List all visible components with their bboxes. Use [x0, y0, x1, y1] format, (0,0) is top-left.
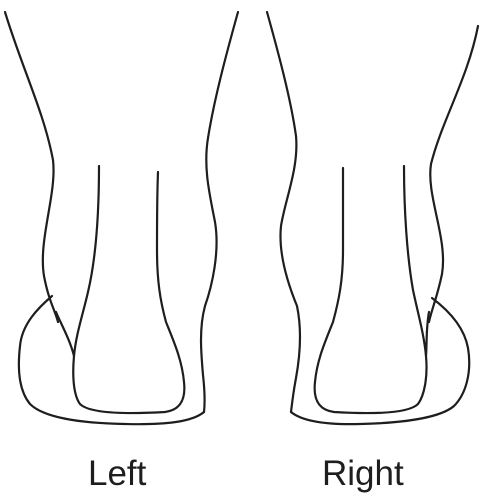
right-achilles-right-line: [315, 166, 427, 413]
left-leg-left-outline: [5, 12, 58, 322]
left-heel-label: Left: [88, 452, 146, 496]
right-heel-illustration: [267, 12, 478, 424]
left-achilles-left-line: [73, 166, 184, 413]
right-inner-arch-line: [426, 312, 429, 356]
left-inner-arch-line: [56, 312, 74, 356]
left-heel-illustration: [5, 12, 238, 424]
right-leg-left-outline: [267, 12, 300, 412]
right-leg-right-outline: [429, 26, 478, 322]
left-foot-outer-sole: [19, 296, 204, 424]
left-leg-right-outline: [201, 12, 238, 412]
right-heel-label: Right: [322, 452, 404, 496]
